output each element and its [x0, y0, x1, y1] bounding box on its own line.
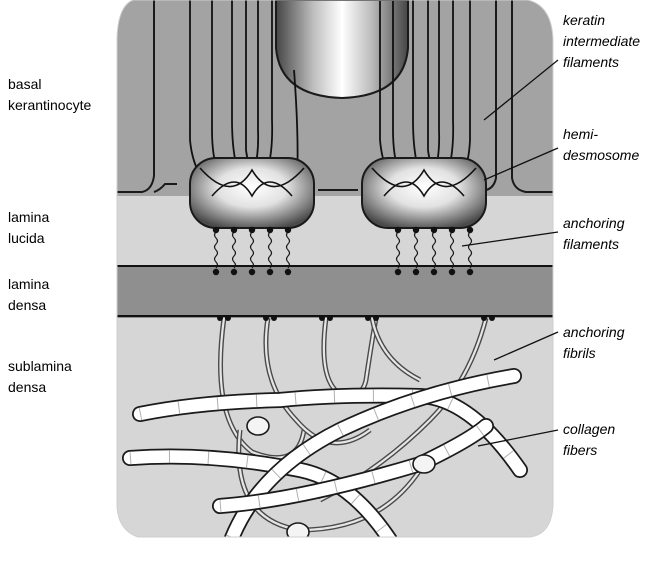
anchoring-fibril-dot [327, 315, 333, 321]
lamina-lucida-region [100, 196, 580, 268]
label-basal-keratinocyte: basal kerantinocyte [8, 74, 91, 116]
fibril-fiber-junction [413, 455, 435, 473]
label-sublamina-densa: sublamina densa [8, 356, 72, 398]
label-keratin-filaments: keratin intermediate filaments [563, 10, 640, 73]
fibril-fiber-junction [287, 523, 309, 541]
label-keratin-line2: intermediate [563, 31, 640, 52]
label-hemidesmosome: hemi- desmosome [563, 124, 639, 166]
anchoring-filament-dot [431, 227, 437, 233]
label-hemidesmosome-line2: desmosome [563, 145, 639, 166]
anchoring-filament-dot [285, 227, 291, 233]
fibril-fiber-junction [247, 417, 269, 435]
anchoring-filament-dot [413, 269, 419, 275]
anchoring-fibril-dot [481, 315, 487, 321]
anchoring-filament-dot [231, 269, 237, 275]
anchoring-fibril-dot [217, 315, 223, 321]
anchoring-fibril-dot [319, 315, 325, 321]
anchoring-fibril-dot [225, 315, 231, 321]
anchoring-filament-dot [249, 269, 255, 275]
anchoring-filament-dot [467, 269, 473, 275]
anchoring-filament-dot [267, 269, 273, 275]
label-anchoring-fibrils-line1: anchoring [563, 322, 625, 343]
label-basal-keratinocyte-line1: basal [8, 74, 91, 95]
hemidesmosome-left [190, 158, 314, 228]
lamina-densa-region [100, 266, 580, 318]
anchoring-filament-dot [467, 227, 473, 233]
label-keratin-line1: keratin [563, 10, 640, 31]
anchoring-filament-dot [249, 227, 255, 233]
label-anchoring-filaments: anchoring filaments [563, 213, 625, 255]
hemidesmosome-right [362, 158, 486, 228]
label-lamina-lucida-line2: lucida [8, 228, 49, 249]
label-hemidesmosome-line1: hemi- [563, 124, 639, 145]
anchoring-filament-dot [213, 227, 219, 233]
anchoring-fibril-dot [373, 315, 379, 321]
anchoring-filament-dot [231, 227, 237, 233]
label-anchoring-filaments-line1: anchoring [563, 213, 625, 234]
label-lamina-lucida-line1: lamina [8, 207, 49, 228]
anchoring-filament-dot [395, 269, 401, 275]
label-collagen-fibers-line2: fibers [563, 440, 615, 461]
label-anchoring-fibrils-line2: fibrils [563, 343, 625, 364]
label-lamina-densa: lamina densa [8, 274, 49, 316]
anchoring-fibril-dot [263, 315, 269, 321]
label-sublamina-densa-line2: densa [8, 377, 72, 398]
anchoring-filament-dot [431, 269, 437, 275]
anchoring-filament-dot [267, 227, 273, 233]
anchoring-filament-dot [449, 227, 455, 233]
label-lamina-lucida: lamina lucida [8, 207, 49, 249]
label-collagen-fibers: collagen fibers [563, 419, 615, 461]
anchoring-fibril-dot [271, 315, 277, 321]
label-sublamina-densa-line1: sublamina [8, 356, 72, 377]
label-collagen-fibers-line1: collagen [563, 419, 615, 440]
anchoring-fibril-dot [365, 315, 371, 321]
label-basal-keratinocyte-line2: kerantinocyte [8, 95, 91, 116]
label-anchoring-fibrils: anchoring fibrils [563, 322, 625, 364]
label-anchoring-filaments-line2: filaments [563, 234, 625, 255]
anchoring-fibril-dot [489, 315, 495, 321]
label-lamina-densa-line2: densa [8, 295, 49, 316]
anchoring-filament-dot [449, 269, 455, 275]
label-keratin-line3: filaments [563, 52, 640, 73]
anchoring-filament-dot [395, 227, 401, 233]
label-lamina-densa-line1: lamina [8, 274, 49, 295]
anchoring-filament-dot [413, 227, 419, 233]
diagram-panel [100, 0, 580, 557]
anchoring-filament-dot [285, 269, 291, 275]
anchoring-filament-dot [213, 269, 219, 275]
